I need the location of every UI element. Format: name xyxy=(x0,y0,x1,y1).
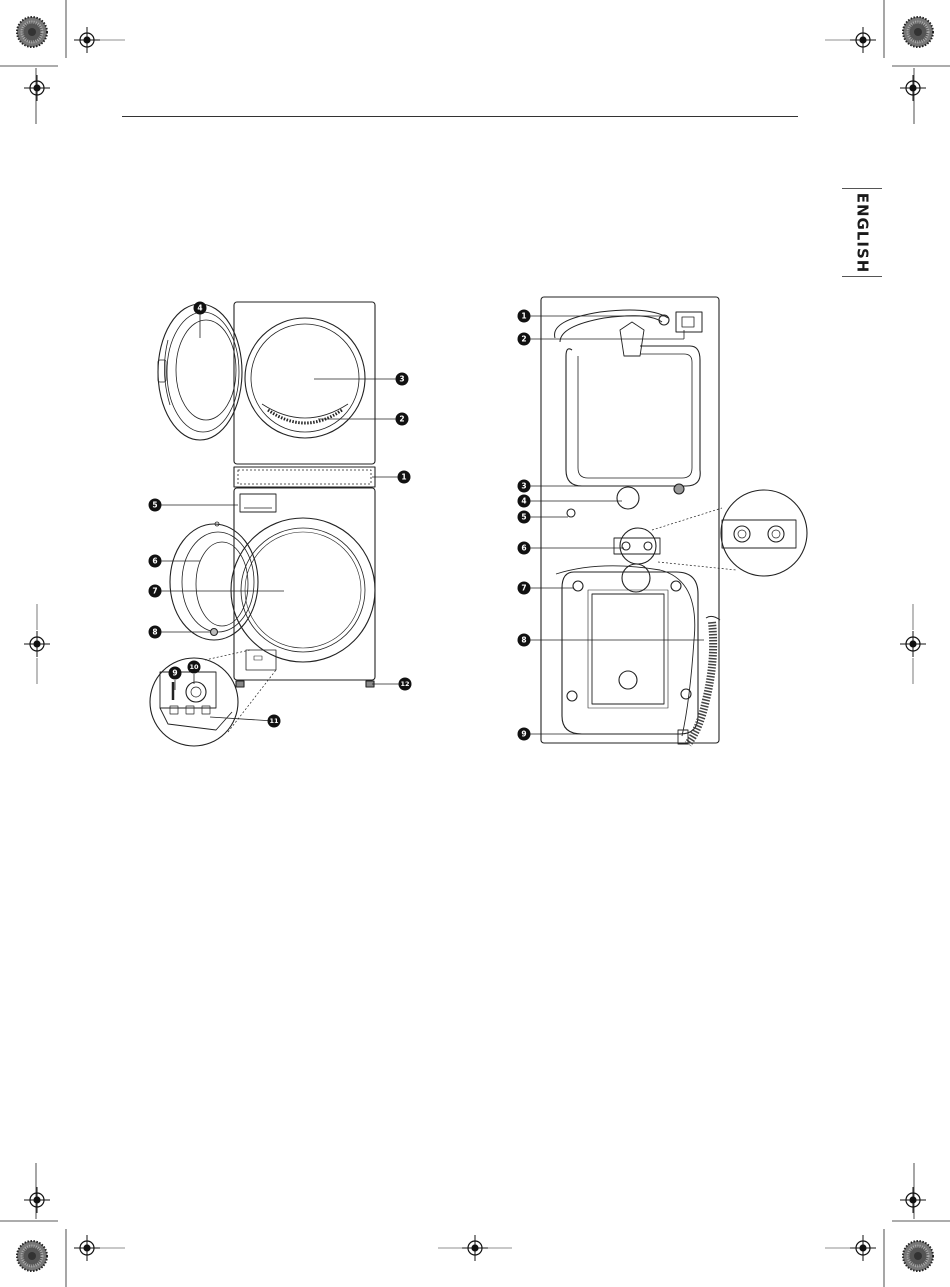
callout-badge: 5 xyxy=(518,511,531,524)
svg-text:1: 1 xyxy=(521,312,526,321)
callout-badge: 6 xyxy=(518,542,531,555)
callout-badge: 2 xyxy=(518,333,531,346)
rear-callouts: 1 2 3 4 5 6 7 8 9 xyxy=(518,310,531,741)
svg-text:2: 2 xyxy=(521,335,526,344)
svg-text:3: 3 xyxy=(521,482,526,491)
svg-text:9: 9 xyxy=(521,730,526,739)
callout-badge: 9 xyxy=(518,728,531,741)
callout-badge: 7 xyxy=(518,582,531,595)
callout-badge: 1 xyxy=(518,310,531,323)
svg-text:4: 4 xyxy=(521,497,526,506)
callout-badge: 4 xyxy=(518,495,531,508)
callout-badge: 3 xyxy=(518,480,531,493)
callout-badge: 8 xyxy=(518,634,531,647)
svg-text:5: 5 xyxy=(521,513,526,522)
svg-text:7: 7 xyxy=(521,584,526,593)
svg-text:8: 8 xyxy=(521,636,526,645)
svg-text:6: 6 xyxy=(521,544,526,553)
